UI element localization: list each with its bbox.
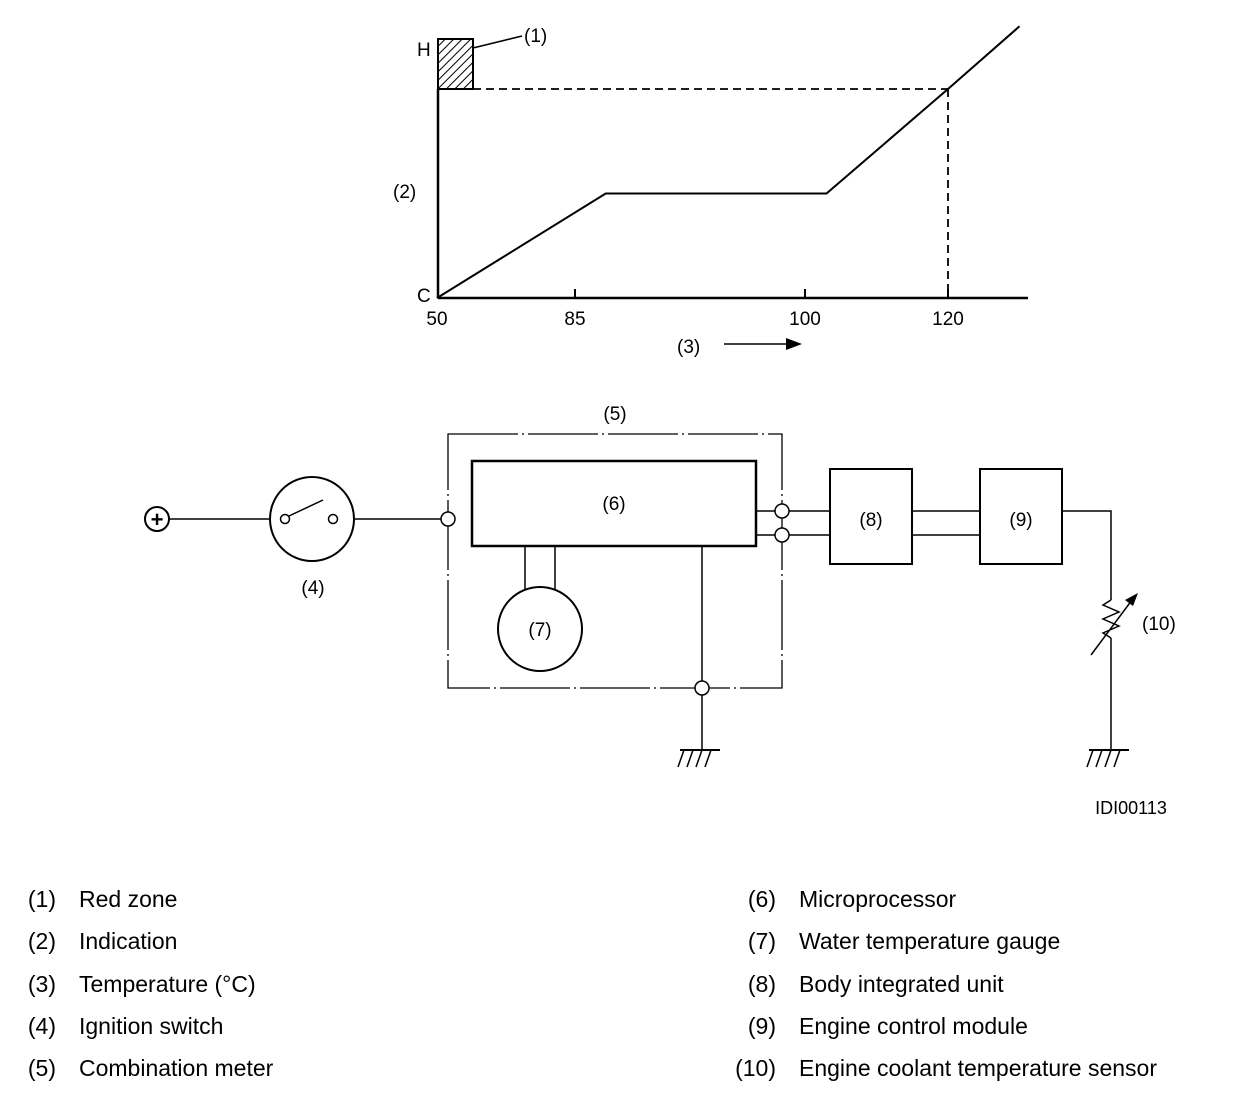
legend-text-2: Indication	[79, 928, 177, 954]
indication-curve	[436, 25, 1021, 299]
coolant-sensor-arrow-line	[1090, 599, 1133, 656]
wire-ecm-sensor	[1062, 510, 1112, 600]
legend-num-7: (7)	[748, 928, 776, 954]
switch-callout: (4)	[301, 578, 324, 599]
red-zone-callout: (1)	[524, 26, 547, 47]
x-axis-arrow-head	[786, 338, 802, 350]
x-tick-label-85: 85	[564, 309, 585, 330]
legend-num-5: (5)	[28, 1055, 56, 1081]
legend-num-10: (10)	[735, 1055, 776, 1081]
microprocessor-box	[470, 459, 758, 548]
y-axis-callout: (2)	[393, 182, 416, 203]
meter-ground-icon	[677, 749, 720, 768]
legend-num-6: (6)	[748, 886, 776, 912]
gauge-callout: (7)	[528, 620, 551, 641]
coolant-sensor-resistor-icon	[1101, 599, 1121, 639]
meter-output-terminal-a	[774, 503, 790, 519]
legend-num-2: (2)	[28, 928, 56, 954]
meter-callout: (5)	[603, 404, 626, 425]
legend-text-5: Combination meter	[79, 1055, 274, 1081]
red-zone-leader	[472, 35, 523, 49]
legend-text-4: Ignition switch	[79, 1013, 223, 1039]
ecm-callout: (9)	[1009, 510, 1032, 531]
switch-contact-right	[327, 513, 339, 525]
y-bottom-label: C	[417, 286, 431, 307]
body-integrated-unit-box	[829, 468, 913, 565]
legend-text-9: Engine control module	[799, 1013, 1028, 1039]
switch-contact-left	[279, 513, 291, 525]
x-axis-callout: (3)	[677, 337, 700, 358]
x-tick-label-100: 100	[789, 309, 821, 330]
legend-text-10: Engine coolant temperature sensor	[799, 1055, 1157, 1081]
x-tick-label-50: 50	[426, 309, 447, 330]
battery-plus-symbol: +	[151, 507, 164, 532]
switch-blade	[288, 499, 324, 517]
temperature-graph: (1) H C (2) 50 85 100 120 (3)	[393, 25, 1028, 358]
engine-control-module-box	[979, 468, 1063, 565]
red-zone-box	[437, 38, 474, 90]
legend-num-8: (8)	[748, 971, 776, 997]
legend-num-4: (4)	[28, 1013, 56, 1039]
coolant-sensor-arrow-head	[1125, 593, 1138, 606]
legend: (1) Red zone (2) Indication (3) Temperat…	[28, 886, 1157, 1081]
legend-text-7: Water temperature gauge	[799, 928, 1060, 954]
microprocessor-callout: (6)	[602, 494, 625, 515]
legend-num-1: (1)	[28, 886, 56, 912]
meter-ground-terminal	[694, 680, 710, 696]
figure-code: IDI00113	[1095, 798, 1167, 818]
body-unit-callout: (8)	[859, 510, 882, 531]
sensor-ground-icon	[1086, 749, 1129, 768]
legend-num-9: (9)	[748, 1013, 776, 1039]
sensor-callout: (10)	[1142, 614, 1176, 635]
legend-text-6: Microprocessor	[799, 886, 957, 912]
legend-text-1: Red zone	[79, 886, 177, 912]
combination-meter-box	[447, 433, 783, 689]
y-top-label: H	[417, 40, 431, 61]
x-tick-label-120: 120	[932, 309, 964, 330]
legend-num-3: (3)	[28, 971, 56, 997]
legend-text-8: Body integrated unit	[799, 971, 1004, 997]
meter-input-terminal	[440, 511, 456, 527]
meter-output-terminal-b	[774, 527, 790, 543]
circuit-diagram: + (4) (5) (6) (7)	[144, 404, 1176, 818]
water-temperature-gauge-icon	[497, 586, 583, 672]
legend-text-3: Temperature (°C)	[79, 971, 256, 997]
